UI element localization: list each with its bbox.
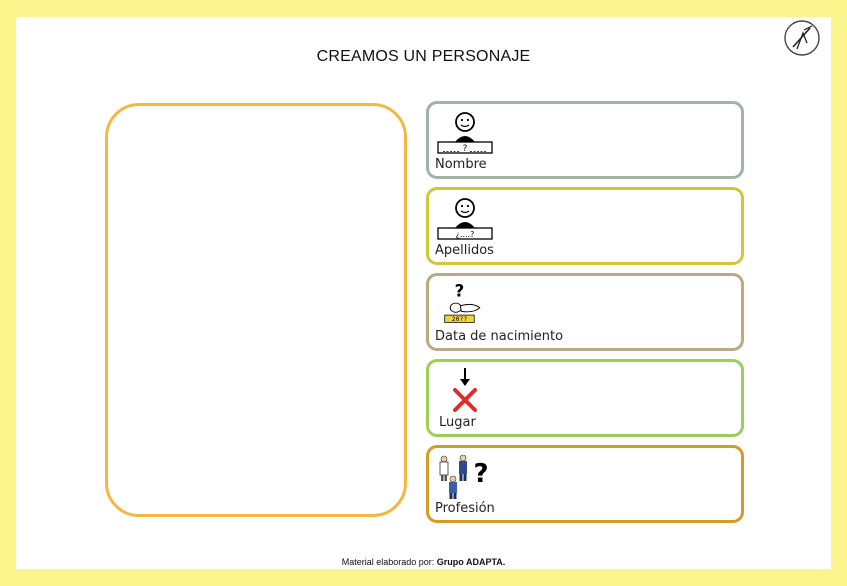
worksheet-page: CREAMOS UN PERSONAJE ? Nombre ¿....? Ape…	[16, 17, 831, 569]
place-cross-icon	[453, 368, 477, 412]
footer-author: Grupo ADAPTA.	[436, 557, 506, 567]
page-title: CREAMOS UN PERSONAJE	[316, 48, 531, 65]
svg-text:?: ?	[455, 282, 465, 301]
card-label-nacimiento: Data de nacimiento	[435, 329, 564, 344]
card-label-lugar: Lugar	[439, 415, 476, 430]
card-profesion[interactable]: ? Profesión	[426, 445, 744, 523]
footer-prefix: Material elaborado por:	[341, 557, 437, 567]
logo-icon	[784, 20, 820, 56]
card-label-nombre: Nombre	[435, 157, 487, 172]
character-drawing-area[interactable]	[105, 103, 407, 517]
footer-credit: Material elaborado por: Grupo ADAPTA.	[16, 557, 831, 567]
card-label-apellidos: Apellidos	[435, 243, 494, 258]
svg-text:¿....?: ¿....?	[456, 230, 475, 239]
professions-question-icon: ?	[439, 454, 489, 499]
card-lugar[interactable]: Lugar	[426, 359, 744, 437]
card-label-profesion: Profesión	[435, 501, 495, 516]
card-apellidos[interactable]: ¿....? Apellidos	[426, 187, 744, 265]
svg-text:?: ?	[463, 144, 468, 154]
svg-text:20??: 20??	[452, 315, 468, 323]
svg-text:?: ?	[473, 459, 488, 489]
baby-birthdate-icon: ? 20??	[444, 282, 481, 323]
card-nacimiento[interactable]: ? 20?? Data de nacimiento	[426, 273, 744, 351]
person-surname-icon: ¿....?	[437, 198, 493, 240]
card-nombre[interactable]: ? Nombre	[426, 101, 744, 179]
person-name-icon: ?	[437, 112, 493, 154]
